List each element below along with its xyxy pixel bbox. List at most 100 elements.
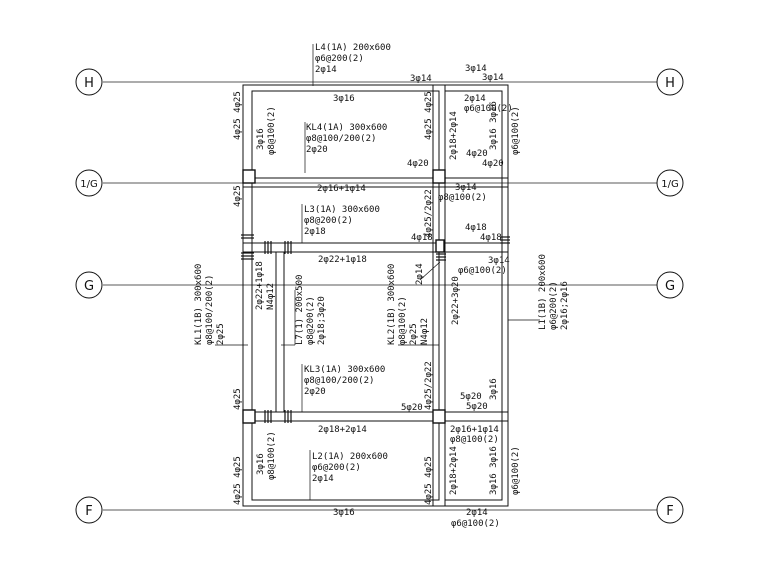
label-kl2-d: N4φ12 (420, 318, 430, 345)
label-r-4f20b: 4φ20 (482, 159, 504, 169)
label-v-3f16-bl: 3φ16 (256, 453, 266, 475)
label-v-3f16-top: 3φ16 (256, 128, 266, 150)
axis-bubble-1g-left (75, 169, 103, 197)
label-b-2f22-1f18: 2φ22+1φ18 (318, 255, 367, 265)
axis-bubble-h-right (656, 68, 684, 96)
column (432, 409, 446, 424)
label-l2-c: 2φ14 (312, 474, 334, 484)
axis-label-f-right: F (666, 504, 673, 519)
label-r-4f18b: 4φ18 (480, 233, 502, 243)
label-top-3f14-mid: 3φ14 (410, 74, 432, 84)
axis-bubble-g-left (75, 271, 103, 299)
label-v-f6-100-b: φ6@100(2) (511, 446, 521, 495)
axis-label-1g-left: 1/G (80, 179, 97, 190)
label-kl3-c: 2φ20 (304, 387, 326, 397)
label-bot-f6-100: φ6@100(2) (451, 519, 500, 529)
label-v-4f25-4f25-bot: 4φ25 4φ25 (424, 456, 434, 505)
label-kl3-b: φ8@100/200(2) (304, 376, 374, 386)
label-v-2f18-2f14: 2φ18+2φ14 (449, 111, 459, 160)
label-b-2f16-1f14: 2φ16+1φ14 (317, 184, 366, 194)
label-v-f8-bl: φ8@100(2) (267, 431, 277, 480)
label-l1-c: 2φ16;2φ16 (560, 281, 570, 330)
label-l3-a: L3(1A) 300x600 (304, 205, 380, 215)
label-r-4f20c: 4φ20 (407, 159, 429, 169)
label-v-2f18-2f14-b: 2φ18+2φ14 (449, 446, 459, 495)
axis-lines (103, 81, 657, 511)
label-l2-a: L2(1A) 200x600 (312, 452, 388, 462)
leader-lines (215, 44, 540, 500)
label-bot-3f16: 3φ16 (333, 508, 355, 518)
column (242, 409, 256, 424)
label-l7-a: L7(1) 200x500 (295, 275, 305, 345)
label-v-4f25-2f22-b: 4φ25/2φ22 (424, 361, 434, 410)
beams (242, 84, 509, 507)
label-r-3f14: 3φ14 (455, 183, 477, 193)
label-v-3f16-3f16-b: 3φ16 3φ16 (489, 446, 499, 495)
label-l3-c: 2φ18 (304, 227, 326, 237)
label-r-2f14: 2φ14 (464, 94, 486, 104)
label-kl2-b: φ8@100(2) (398, 296, 408, 345)
label-bot-2f14: 2φ14 (466, 508, 488, 518)
column (432, 169, 446, 184)
axis-bubbles: H H 1/G 1/G G G F F (75, 68, 684, 524)
label-v-4f25-2f22: 4φ25/2φ22 (424, 189, 434, 238)
label-kl1-b: φ8@100/200(2) (205, 275, 215, 345)
label-l7-b: φ8@200(2) (306, 296, 316, 345)
label-top-right-3f14: 3φ14 (465, 64, 487, 74)
label-l4-a: L4(1A) 200x600 (315, 43, 391, 53)
axis-label-g-left: G (84, 279, 94, 294)
label-top-right-3f14b: 3φ14 (482, 73, 504, 83)
column (242, 169, 256, 184)
label-b-2f18-2f14: 2φ18+2φ14 (318, 425, 367, 435)
inner-frame-left (251, 90, 440, 501)
axis-bubble-f-left (75, 496, 103, 524)
label-r-4f18c: 4φ18 (411, 233, 433, 243)
axis-bubble-h-left (75, 68, 103, 96)
label-r-5f20b: 5φ20 (460, 392, 482, 402)
label-l-4f25-4f25-bot: 4φ25 4φ25 (233, 456, 243, 505)
label-v-2f22-3f20: 2φ22+3φ20 (451, 276, 461, 325)
columns (242, 169, 446, 424)
axis-bubble-g-right (656, 271, 684, 299)
label-top-3f16: 3φ16 (333, 94, 355, 104)
outer-frame (242, 84, 509, 507)
label-r-f8-100: φ8@100(2) (438, 193, 487, 203)
label-left-4f25-4f25-top: 4φ25 4φ25 (233, 91, 243, 140)
label-v-f6-r-top: φ6@100(2) (511, 106, 521, 155)
tick-marks (241, 234, 510, 423)
axis-label-h-left: H (84, 76, 94, 91)
axis-bubble-1g-right (656, 169, 684, 197)
label-v-2f14: 2φ14 (415, 263, 425, 285)
label-v-f8-top: φ8@100(2) (267, 106, 277, 155)
label-l7-c: 2φ18;3φ20 (317, 296, 327, 345)
label-r-f6-100: φ6@100(2) (464, 104, 513, 114)
label-r-f6-100-b: φ6@100(2) (458, 266, 507, 276)
axis-bubble-f-right (656, 496, 684, 524)
label-kl1-c: 2φ25 (216, 323, 226, 345)
annotations: L4(1A) 200x600 φ6@200(2) 2φ14 3φ14 3φ14 … (194, 43, 570, 529)
label-l-4f25: 4φ25 (233, 185, 243, 207)
label-r-4f20: 4φ20 (466, 149, 488, 159)
axis-label-f-left: F (85, 504, 92, 519)
label-v-n4f12: N4φ12 (266, 283, 276, 310)
label-b-f8-100-r: φ8@100(2) (450, 435, 499, 445)
label-kl4-a: KL4(1A) 300x600 (306, 123, 387, 133)
label-l1-a: L1(1B) 200x600 (538, 254, 548, 330)
axis-label-g-right: G (665, 279, 675, 294)
label-kl2-c: 2φ25 (409, 323, 419, 345)
label-l1-b: φ6@200(2) (549, 281, 559, 330)
label-kl1-a: KL1(1B) 300x600 (194, 264, 204, 345)
label-kl2-a: KL2(1B) 300x600 (387, 264, 397, 345)
label-l4-c: 2φ14 (315, 65, 337, 75)
label-l4-b: φ6@200(2) (315, 54, 364, 64)
label-l-4f25-b: 4φ25 (233, 388, 243, 410)
label-r-5f20c: 5φ20 (466, 402, 488, 412)
label-v-4f25-4f25-mid-top: 4φ25 4φ25 (424, 91, 434, 140)
label-r-5f20: 5φ20 (401, 403, 423, 413)
axis-label-1g-right: 1/G (661, 179, 678, 190)
label-r-3f16: 3φ16 (489, 378, 499, 400)
axis-label-h-right: H (665, 76, 675, 91)
label-kl3-a: KL3(1A) 300x600 (304, 365, 385, 375)
label-v-2f22-1f18: 2φ22+1φ18 (255, 261, 265, 310)
